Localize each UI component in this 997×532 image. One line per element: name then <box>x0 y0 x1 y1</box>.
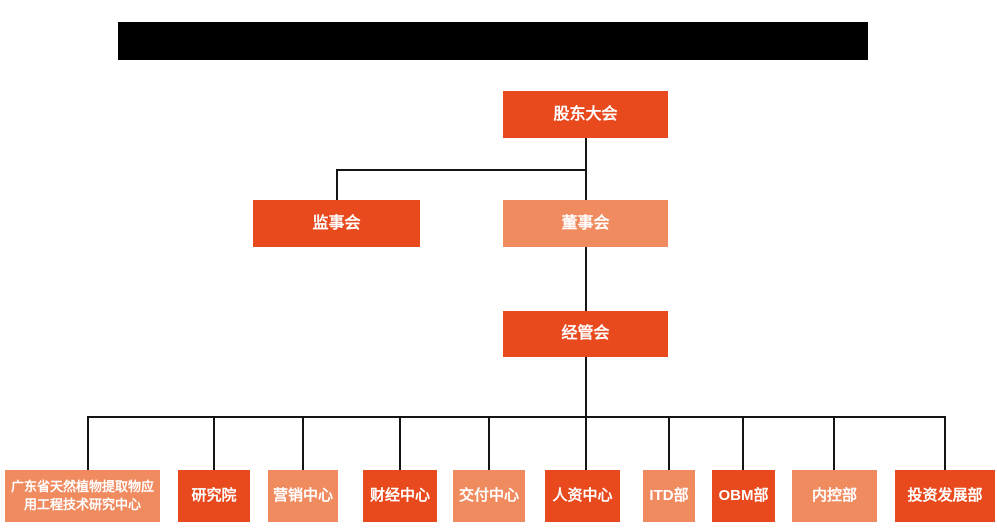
redacted-title-bar <box>118 22 868 60</box>
connector-line <box>336 169 338 200</box>
connector-line <box>585 247 587 311</box>
node-management-committee: 经管会 <box>503 311 668 357</box>
connector-line <box>585 357 587 470</box>
connector-drop-line <box>399 417 401 470</box>
node-dept-itd: ITD部 <box>643 470 695 522</box>
connector-drop-line <box>302 417 304 470</box>
connector-drop-line <box>944 417 946 470</box>
node-dept-delivery-center: 交付中心 <box>453 470 525 522</box>
node-shareholders-meeting: 股东大会 <box>503 91 668 138</box>
node-dept-internal-control: 内控部 <box>792 470 877 522</box>
node-dept-marketing-center: 营销中心 <box>268 470 338 522</box>
node-supervisory-board: 监事会 <box>253 200 420 247</box>
connector-bus-line <box>87 416 946 418</box>
connector-drop-line <box>87 417 89 470</box>
connector-line <box>336 169 587 171</box>
node-dept-research-institute: 研究院 <box>178 470 250 522</box>
node-dept-investment-development: 投资发展部 <box>895 470 995 522</box>
connector-drop-line <box>668 417 670 470</box>
node-dept-guangdong-plant-extract-research-center: 广东省天然植物提取物应用工程技术研究中心 <box>5 470 160 522</box>
connector-drop-line <box>488 417 490 470</box>
node-dept-finance-center: 财经中心 <box>363 470 437 522</box>
connector-drop-line <box>742 417 744 470</box>
node-board-of-directors: 董事会 <box>503 200 668 247</box>
connector-drop-line <box>833 417 835 470</box>
node-dept-obm: OBM部 <box>712 470 775 522</box>
node-dept-hr-center: 人资中心 <box>545 470 620 522</box>
connector-drop-line <box>213 417 215 470</box>
